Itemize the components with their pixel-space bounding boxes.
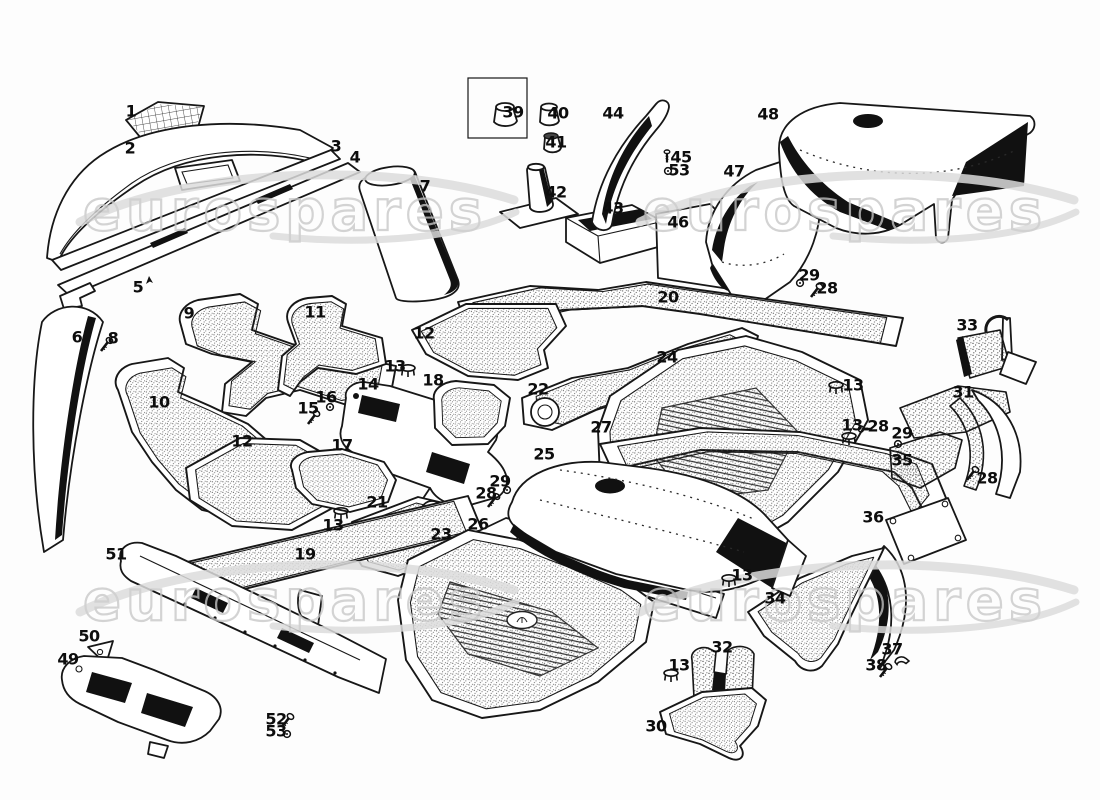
part-6-pillar-trim	[32, 305, 104, 553]
part-41-boot	[543, 132, 562, 154]
part-36-panel	[885, 497, 967, 565]
part-44-trim-strip	[591, 99, 670, 232]
part-34-corner-carpet	[747, 545, 907, 672]
part-17-pad	[290, 448, 397, 513]
part-35-carpet-pad	[889, 431, 963, 489]
part-18-tray	[432, 380, 511, 446]
watermark-text: eurospares	[83, 179, 487, 244]
part-11-carpet	[277, 295, 387, 397]
part-49-quarter-trim	[60, 655, 222, 759]
watermark-text: eurospares	[83, 569, 487, 634]
watermark-text: eurospares	[643, 569, 1047, 634]
part-30-carpet-pad	[659, 687, 767, 761]
watermark-text: eurospares	[643, 179, 1047, 244]
inset-box	[467, 77, 528, 139]
part-12-carpet-front	[411, 303, 567, 381]
part-33-bracket-pad	[956, 315, 1037, 385]
watermark-layer: eurospares eurospares eurospares eurospares	[80, 175, 1076, 635]
part-42-shifter-boot	[499, 162, 579, 229]
part-39-boot	[493, 102, 518, 127]
part-40-boot	[539, 102, 560, 127]
